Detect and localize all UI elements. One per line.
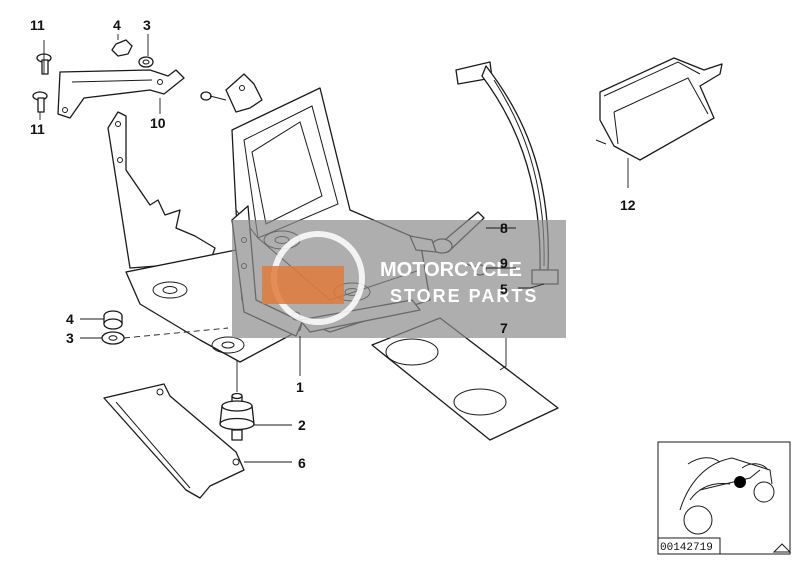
callout-5: 5 [500,281,508,297]
part-3-washer-top[interactable] [138,56,154,68]
part-11-screw-top[interactable] [36,53,52,75]
part-4-nut-top[interactable] [111,39,133,57]
callout-4-mid: 4 [66,311,74,327]
motorcycle-icon [679,457,775,535]
watermark-line-2: STORE PARTS [390,286,538,306]
callout-3-top: 3 [143,17,151,33]
callout-2: 2 [298,417,306,433]
callout-7: 7 [500,320,508,336]
location-thumbnail[interactable]: 00142719 [657,441,792,555]
callouts: 11 11 4 3 10 4 3 1 2 6 7 8 9 5 12 [30,17,636,471]
watermark: MOTORCYCLE STORE PARTS [232,220,566,338]
callout-10: 10 [150,115,166,131]
location-dot-icon [734,476,746,488]
triangle-icon [772,543,792,553]
callout-11-top: 11 [30,17,45,33]
part-4-nut-mid[interactable] [103,310,123,330]
diagram-id: 00142719 [660,542,713,554]
callout-9: 9 [500,255,508,271]
callout-11-bottom: 11 [30,121,45,137]
fastener-bolt-center[interactable] [200,91,227,101]
part-6-lower-shield[interactable] [103,383,245,499]
callout-8: 8 [500,220,508,236]
callout-6: 6 [298,455,306,471]
part-2-rubber-mount[interactable] [219,392,255,441]
leader-lines [39,34,629,463]
callout-3-mid: 3 [66,330,74,346]
callout-4-top: 4 [113,17,121,33]
part-10-bracket[interactable] [57,69,185,119]
callout-1: 1 [296,379,304,395]
part-11-screw-bottom[interactable] [32,91,48,113]
part-3-washer-mid[interactable] [101,331,125,345]
watermark-line-1: MOTORCYCLE [380,259,522,281]
callout-12: 12 [620,197,636,213]
part-12-cover[interactable] [595,57,723,161]
